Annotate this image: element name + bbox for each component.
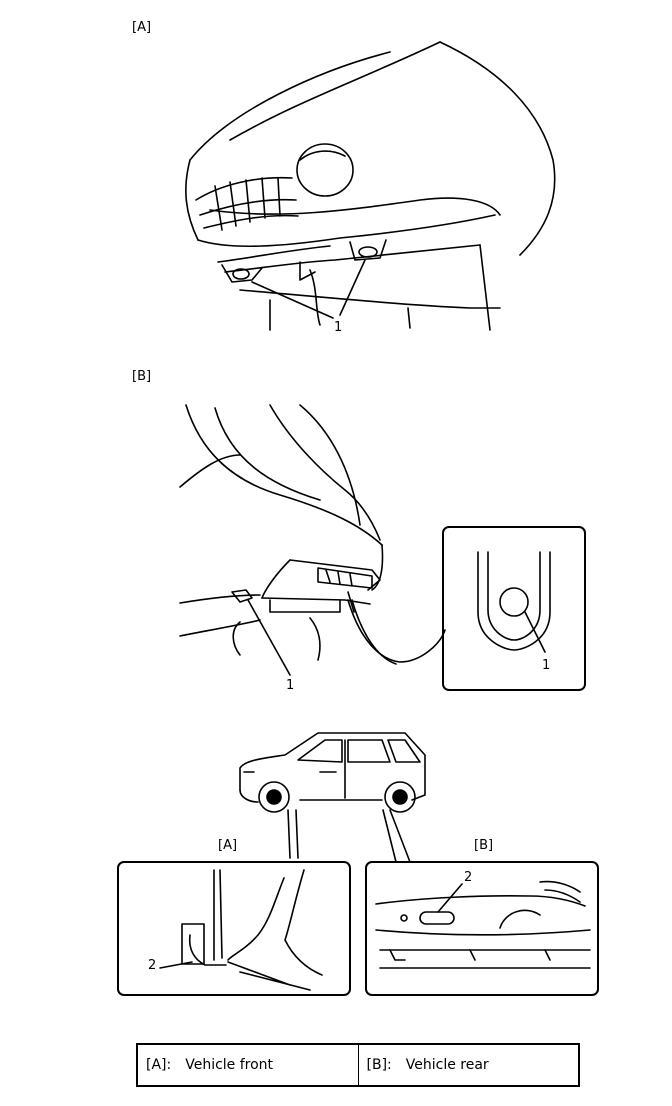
section-a-title: [A] bbox=[132, 20, 152, 35]
legend-cell-rear: [B]: Vehicle rear bbox=[357, 1045, 579, 1085]
legend-cell-front: [A]: Vehicle front bbox=[138, 1045, 358, 1085]
callout-front-hook: 1 bbox=[334, 320, 343, 335]
front-hook-inset bbox=[117, 861, 351, 996]
legend-text-front: Vehicle front bbox=[185, 1057, 274, 1073]
front-bumper-illustration bbox=[185, 41, 556, 331]
inset-rear-callout: 2 bbox=[464, 870, 473, 885]
callout-rear-detail: 1 bbox=[542, 658, 551, 673]
vehicle-silhouette bbox=[239, 732, 426, 813]
inset-rear-label: [B] bbox=[474, 838, 494, 853]
legend-key-front: [A]: bbox=[146, 1057, 172, 1073]
legend-table: [A]: Vehicle front [B]: Vehicle rear bbox=[136, 1043, 580, 1087]
rear-hook-inset bbox=[365, 861, 599, 996]
rear-bumper-illustration bbox=[179, 404, 446, 676]
legend-text-rear: Vehicle rear bbox=[405, 1057, 489, 1073]
inset-front-label: [A] bbox=[218, 838, 238, 853]
callout-rear-hook: 1 bbox=[286, 678, 295, 693]
rear-hook-detail-inset bbox=[442, 526, 586, 691]
section-b-title: [B] bbox=[132, 369, 152, 384]
legend-key-rear: [B]: bbox=[366, 1057, 392, 1073]
inset-front-callout: 2 bbox=[148, 958, 157, 973]
